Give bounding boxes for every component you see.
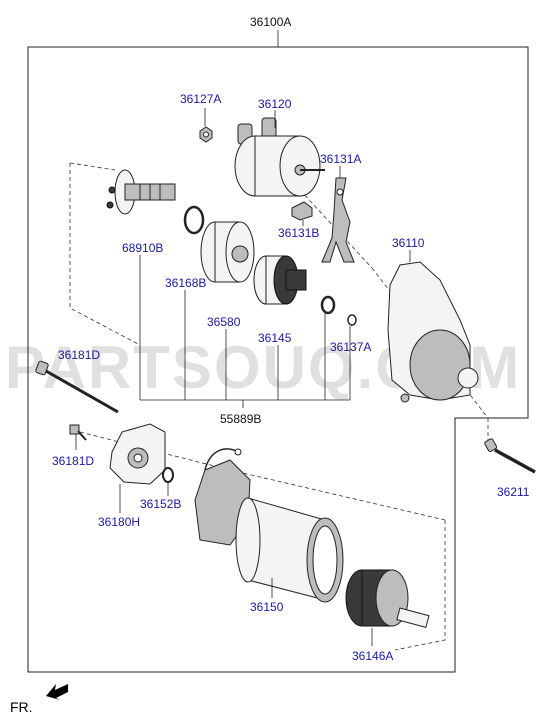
rear-cover-36180H xyxy=(109,423,166,485)
part-label-68910B: 68910B xyxy=(122,241,163,255)
screw-36181D xyxy=(69,424,87,441)
part-label-36168B: 36168B xyxy=(165,276,206,290)
part-label-36127A: 36127A xyxy=(180,92,221,106)
armature-36146A xyxy=(345,569,430,628)
kit-bracket-55889B xyxy=(139,255,351,408)
lever-36131A xyxy=(321,177,355,263)
ring-36168B xyxy=(183,205,205,235)
part-label-36211: 36211 xyxy=(497,485,530,499)
shaft-68910B xyxy=(106,169,176,215)
part-label-36180H: 36180H xyxy=(98,515,140,529)
washer-36152B xyxy=(162,467,174,483)
part-label-36137A: 36137A xyxy=(330,340,371,354)
part-label-36580: 36580 xyxy=(207,315,241,329)
part-label-36181D-bolt: 36181D xyxy=(58,348,100,362)
solenoid-36120 xyxy=(234,117,325,197)
through-bolt-36181D xyxy=(35,360,119,414)
part-label-36145: 36145 xyxy=(258,331,292,345)
part-label-36110: 36110 xyxy=(392,236,425,250)
part-label-36150: 36150 xyxy=(250,600,284,614)
front-direction-arrow-icon xyxy=(46,684,68,700)
part-label-36131A: 36131A xyxy=(320,152,361,166)
bolt-36211 xyxy=(484,438,536,474)
front-direction-label: FR. xyxy=(10,699,33,715)
part-label-36120: 36120 xyxy=(258,97,292,111)
front-housing-36110 xyxy=(387,261,479,403)
part-label-36146A: 36146A xyxy=(352,649,393,663)
part-label-36181D-screw: 36181D xyxy=(52,454,94,468)
washer-36137A-small xyxy=(347,314,357,326)
upper-dashed-outline xyxy=(69,162,489,443)
yoke-36150 xyxy=(235,497,344,603)
washer-36137A-large xyxy=(320,295,336,315)
assembly-frame xyxy=(27,46,529,673)
kit-label-55889B: 55889B xyxy=(220,412,261,426)
assembly-label-36100A: 36100A xyxy=(250,15,291,29)
gear-housing-36580 xyxy=(200,221,255,283)
part-label-36152B: 36152B xyxy=(140,497,181,511)
plug-36131B xyxy=(291,201,313,221)
part-label-36131B: 36131B xyxy=(278,226,319,240)
pinion-36145 xyxy=(253,255,307,305)
